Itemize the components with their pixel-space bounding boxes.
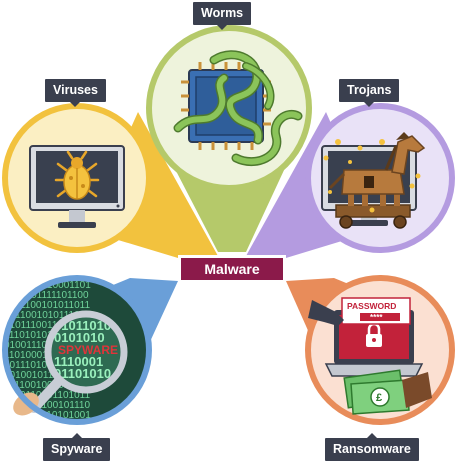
hand-icon xyxy=(308,300,344,326)
magnified-binary-row: 01101010 xyxy=(54,366,111,381)
center-label-malware: Malware xyxy=(178,255,286,283)
password-text: PASSWORD xyxy=(347,301,396,311)
binary-row: 0111001001011100 xyxy=(4,380,90,391)
label-spyware: Spyware xyxy=(43,433,111,461)
bug-icon xyxy=(54,150,100,200)
binary-row: 1011001010111001 xyxy=(4,310,91,321)
spyware-circle: 0110010110001101110010111110110000111001… xyxy=(2,275,152,425)
label-ransomware: Ransomware xyxy=(325,433,419,461)
svg-text:£: £ xyxy=(376,392,382,404)
trojans-circle xyxy=(305,103,455,253)
password-prompt: PASSWORD **** xyxy=(341,297,411,325)
magnified-binary-row: 1110001 xyxy=(54,354,103,369)
cash-icon: £ xyxy=(343,369,432,415)
binary-row: 1010010111101001 xyxy=(4,370,91,381)
binary-row: 0101110011010110 xyxy=(4,320,90,331)
label-viruses: Viruses xyxy=(45,79,106,107)
binary-row: 0101011100101110 xyxy=(4,400,90,411)
viruses-circle xyxy=(2,103,152,253)
magnified-binary-row: 0101010 xyxy=(54,330,105,345)
binary-row: 1100101111101100 xyxy=(4,290,89,301)
binary-row: 0011100101011011 xyxy=(4,300,90,311)
password-mask: **** xyxy=(370,313,383,322)
worms-icon xyxy=(173,50,303,167)
label-worms: Worms xyxy=(193,2,252,30)
label-trojans: Trojans xyxy=(339,79,400,107)
binary-row: 1110101011100101 xyxy=(4,330,90,341)
worms-circle xyxy=(146,25,312,191)
sparkle-icons xyxy=(323,139,421,213)
ransomware-circle: PASSWORD **** £ xyxy=(305,275,455,425)
spyware-word: SPYWARE xyxy=(58,343,118,357)
